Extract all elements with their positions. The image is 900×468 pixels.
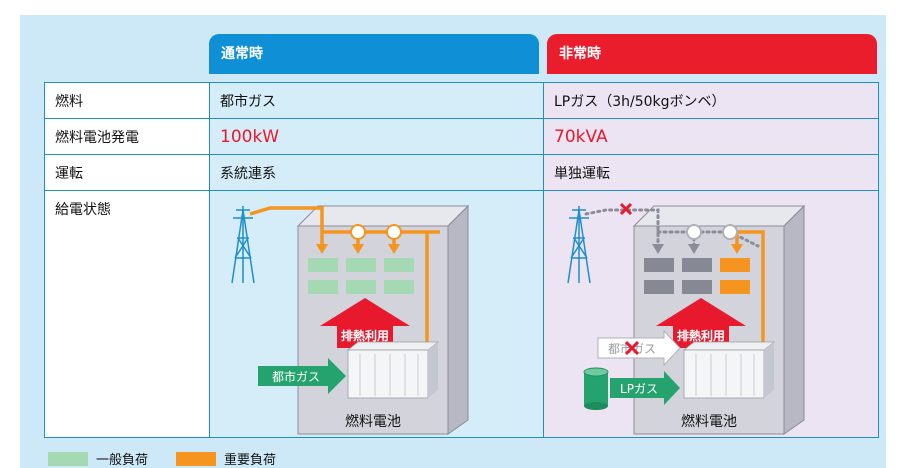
heat-label: 排熱利用 xyxy=(677,328,725,343)
legend-label: 重要負荷 xyxy=(224,453,277,468)
pylon-icon xyxy=(567,206,591,284)
header-emergency: 非常時 xyxy=(547,34,877,74)
fuel-cell-label: 燃料電池 xyxy=(345,413,401,430)
row-label: 燃料電池発電 xyxy=(44,118,210,155)
critical-load xyxy=(720,258,750,294)
general-load-off xyxy=(644,258,712,294)
cell-emergency: 70kVA xyxy=(543,118,879,155)
legend-critical-load: 重要負荷 xyxy=(176,449,276,468)
pylon-icon xyxy=(231,206,255,284)
row-label: 運転 xyxy=(44,154,210,191)
lp-gas-cylinder-icon xyxy=(583,367,609,410)
normal-power-diagram: 排熱利用 都市ガス 燃料電池 xyxy=(231,204,470,435)
general-load xyxy=(308,258,414,294)
fuel-cell-unit xyxy=(682,341,776,399)
row-label: 燃料 xyxy=(44,82,210,119)
heat-arrow xyxy=(656,298,746,348)
city-gas-arrow-off xyxy=(597,329,681,367)
table-row: 燃料電池発電 100kW 70kVA xyxy=(44,118,879,155)
row-label: 給電状態 xyxy=(44,190,210,438)
city-gas-label: 都市ガス xyxy=(272,369,320,384)
city-gas-arrow xyxy=(258,358,346,394)
legend-swatch xyxy=(176,451,216,466)
table-row: 燃料 都市ガス LPガス（3h/50kgボンベ） xyxy=(44,82,879,119)
cell-normal: 都市ガス xyxy=(209,82,544,119)
header-normal: 通常時 xyxy=(209,34,539,74)
cut-x-icon xyxy=(624,340,640,356)
heat-label: 排熱利用 xyxy=(341,328,389,343)
cell-normal: 100kW xyxy=(209,118,544,155)
legend-swatch xyxy=(48,451,88,466)
emergency-power-diagram: 排熱利用 都市ガス LPガス 燃料電池 xyxy=(567,202,806,435)
disconnect-x-icon xyxy=(619,202,633,216)
legend-general-load: 一般負荷 xyxy=(48,449,148,468)
lp-gas-label: LPガス xyxy=(620,382,658,396)
legend-label: 一般負荷 xyxy=(96,453,149,468)
fuel-cell-unit xyxy=(346,341,440,399)
cell-emergency: 単独運転 xyxy=(543,154,879,191)
cell-emergency: LPガス（3h/50kgボンベ） xyxy=(543,82,879,119)
lp-gas-arrow xyxy=(610,371,680,405)
fuel-cell-label: 燃料電池 xyxy=(681,413,737,430)
cell-normal: 系統連系 xyxy=(209,154,544,191)
table-row: 運転 系統連系 単独運転 xyxy=(44,154,879,191)
heat-arrow xyxy=(320,298,410,348)
